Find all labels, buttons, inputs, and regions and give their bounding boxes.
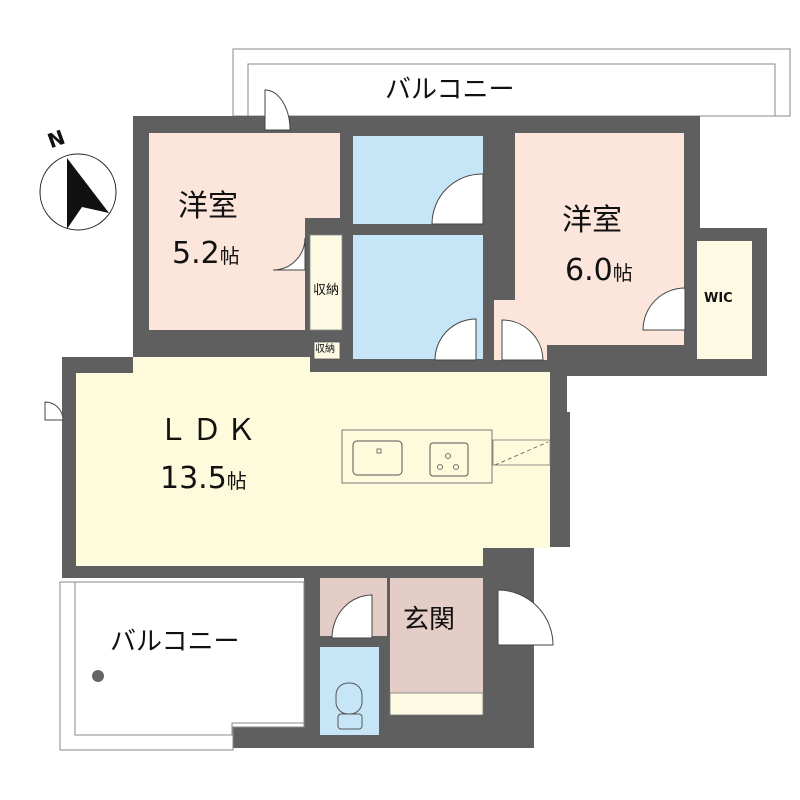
western-room-2 bbox=[494, 133, 684, 360]
storage-2 bbox=[313, 341, 341, 360]
western-room-2-size-value: 6.0 bbox=[565, 253, 613, 288]
entrance bbox=[390, 578, 483, 714]
ldk-size: 13.5帖 bbox=[160, 461, 247, 497]
western-room-1 bbox=[149, 133, 340, 330]
wic bbox=[697, 241, 752, 359]
ldk-size-value: 13.5 bbox=[160, 461, 227, 496]
balcony-north bbox=[232, 48, 791, 117]
refrigerator-space bbox=[492, 439, 551, 466]
storage-1-label: 収納 bbox=[313, 283, 340, 298]
balcony-south-label: バルコニー bbox=[110, 627, 240, 657]
compass bbox=[39, 153, 117, 231]
storage-1 bbox=[309, 234, 343, 331]
ldk-name: ＬＤＫ bbox=[158, 413, 260, 448]
entrance-label: 玄関 bbox=[403, 605, 456, 635]
ldk-unit: 帖 bbox=[226, 469, 247, 493]
doors bbox=[44, 89, 686, 646]
shoe-closet bbox=[389, 692, 484, 716]
balcony-north-label: バルコニー bbox=[385, 75, 515, 105]
western-room-2-name: 洋室 bbox=[562, 203, 622, 238]
ldk bbox=[76, 357, 550, 566]
western-room-1-size-value: 5.2 bbox=[172, 236, 220, 271]
storage-2-label: 収納 bbox=[315, 344, 335, 355]
wic-label: WIC bbox=[704, 291, 733, 306]
western-room-2-size: 6.0帖 bbox=[565, 253, 633, 289]
western-room-2-unit: 帖 bbox=[612, 261, 633, 285]
toilet bbox=[320, 647, 379, 735]
drain-dot bbox=[92, 670, 104, 682]
toilet-fixture bbox=[335, 682, 363, 730]
balcony-south bbox=[59, 581, 305, 751]
western-room-1-size: 5.2帖 bbox=[172, 236, 240, 272]
western-room-1-unit: 帖 bbox=[219, 244, 240, 268]
western-room-1-name: 洋室 bbox=[178, 189, 238, 224]
kitchen-counter bbox=[341, 429, 493, 484]
